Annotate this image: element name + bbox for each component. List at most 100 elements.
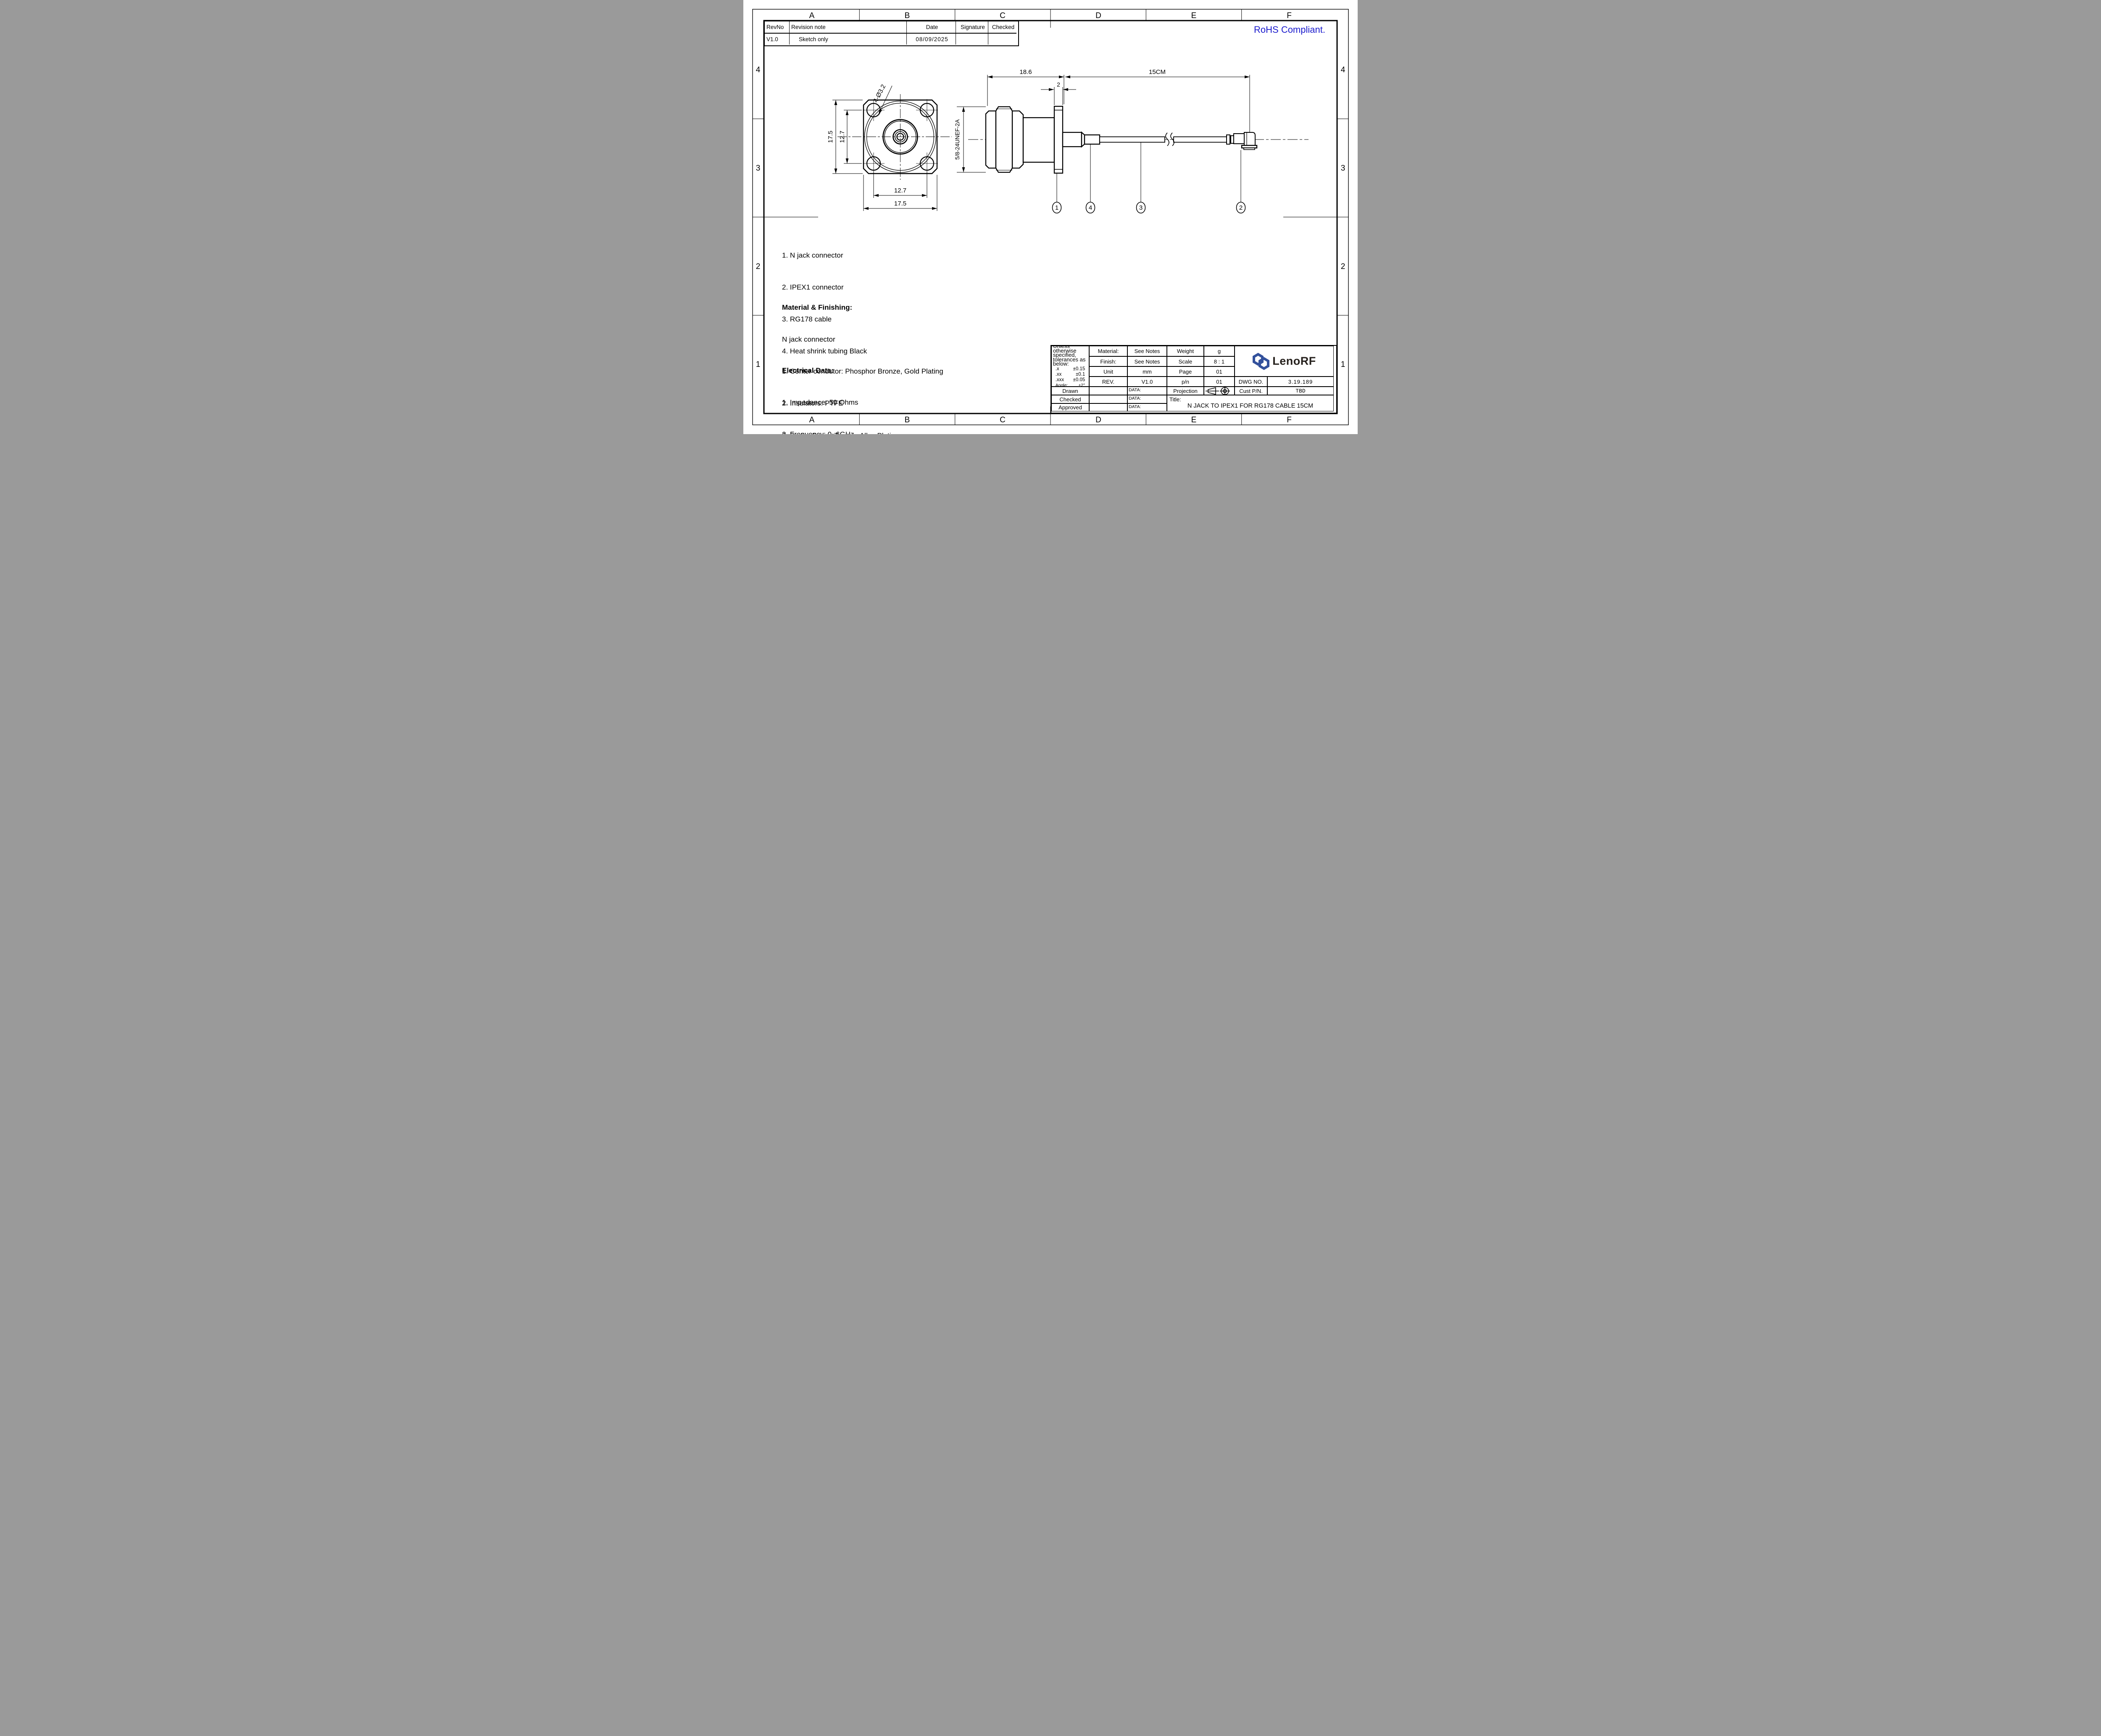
- page-label: Page: [1167, 366, 1204, 377]
- connector-circles: [864, 100, 937, 173]
- callout-3: 3: [1139, 204, 1143, 211]
- zone-number-right: 4: [1341, 66, 1345, 74]
- zone-number-right: 2: [1341, 262, 1345, 271]
- tolerance-block: Unless otherwise specified, tolerances a…: [1051, 346, 1089, 387]
- zone-letter-bottom: C: [1000, 416, 1006, 424]
- thread-spec-label: 5/8-24UNEF-2A: [954, 119, 961, 160]
- dim-body-length: 18.6: [1019, 68, 1032, 76]
- finish-label: Finish:: [1089, 356, 1127, 366]
- electrical-data-section: Electrical Data: 1. Impedance: 50 Ohms 2…: [782, 344, 919, 434]
- tol-value: ±2°: [1078, 382, 1085, 387]
- zone-letter-top: A: [809, 11, 815, 20]
- zone-letter-top: E: [1191, 11, 1197, 20]
- parts-item: 3. RG178 cable: [782, 315, 832, 324]
- tol-value: ±0.15: [1073, 366, 1085, 371]
- sheet-frame: [752, 9, 1349, 425]
- zone-letter-bottom: A: [809, 416, 815, 424]
- drawn-date: DATA:: [1127, 387, 1167, 395]
- tol-value: ±0.1: [1075, 371, 1085, 377]
- material-line: 2. Insulators: PTFE: [782, 399, 843, 408]
- callout-1: 1: [1055, 204, 1058, 211]
- tol-label: Angle:: [1055, 382, 1068, 387]
- title-label: Title:: [1169, 396, 1181, 403]
- zone-number-left: 4: [756, 66, 761, 74]
- zone-letter-top: D: [1095, 11, 1101, 20]
- tol-label: .xxx: [1055, 377, 1064, 382]
- pn-label: p/n: [1167, 377, 1204, 387]
- cust-pn-value: TBD: [1267, 387, 1334, 395]
- pn-value: 01: [1204, 377, 1235, 387]
- ipex1-connector: [1226, 132, 1258, 150]
- scale-label: Scale: [1167, 356, 1204, 366]
- material-label: Material:: [1089, 346, 1127, 356]
- tolerance-note: Unless otherwise specified,: [1053, 346, 1077, 358]
- checked-label: Checked: [1051, 395, 1089, 403]
- callout-balloons: [1052, 202, 1246, 213]
- zone-number-left: 1: [756, 360, 761, 369]
- mounting-flange: [1053, 105, 1064, 174]
- rev-label: REV.: [1089, 377, 1127, 387]
- callout-4: 4: [1089, 204, 1092, 211]
- drawn-label: Drawn: [1051, 387, 1089, 395]
- tol-value: ±0.05: [1073, 377, 1085, 382]
- rev-row-note: Sketch only: [790, 34, 907, 45]
- tol-label: .x: [1055, 366, 1059, 371]
- drawing-sheet: A B C D E F A B C D E F 4 3 2 1 4 3 2 1: [743, 0, 1358, 434]
- approved-signature: [1089, 403, 1127, 411]
- zone-letter-bottom: E: [1191, 416, 1197, 424]
- company-logo: LenoRF: [1235, 346, 1334, 377]
- zone-labels: A B C D E F A B C D E F 4 3 2 1 4 3 2 1: [756, 11, 1345, 424]
- material-line: 1. Center condutor: Phosphor Bronze, Gol…: [782, 367, 943, 376]
- first-angle-projection-icon: [1205, 387, 1230, 395]
- rev-row-date: 08/09/2025: [907, 34, 956, 45]
- projection-label: Projection: [1167, 387, 1204, 395]
- weight-label: Weight: [1167, 346, 1204, 356]
- parts-item: 2. IPEX1 connector: [782, 283, 844, 292]
- zone-number-right: 1: [1341, 360, 1345, 369]
- zone-number-right: 3: [1341, 164, 1345, 173]
- unit-label: Unit: [1089, 366, 1127, 377]
- revision-table: RevNo Revision note Date Signature Check…: [764, 21, 1019, 46]
- approved-date: DATA:: [1127, 403, 1167, 411]
- cable-ferrule: [1062, 132, 1082, 148]
- unit-value: mm: [1127, 366, 1167, 377]
- material-line: 3. Body : Brass, Ternary Alloy Plating: [782, 430, 943, 434]
- electrical-line: 1. Impedance: 50 Ohms: [782, 398, 858, 407]
- checked-date: DATA:: [1127, 395, 1167, 403]
- dwg-no-label: DWG NO.: [1235, 377, 1267, 387]
- rev-header-revno: RevNo: [765, 21, 790, 34]
- page-value: 01: [1204, 366, 1235, 377]
- zone-letter-top: C: [1000, 11, 1006, 20]
- logo-icon: [1253, 353, 1270, 370]
- finish-value: See Notes: [1127, 356, 1167, 366]
- zone-number-left: 3: [756, 164, 761, 173]
- tolerance-note: tolerances as below:: [1053, 356, 1086, 367]
- material-value: See Notes: [1127, 346, 1167, 356]
- n-connector-body: [985, 105, 1101, 174]
- electrical-heading: Electrical Data:: [782, 366, 834, 374]
- rev-value: V1.0: [1127, 377, 1167, 387]
- rev-row-revno: V1.0: [765, 34, 790, 45]
- material-finishing-section: Material & Finishing: N jack connector 1…: [782, 281, 943, 434]
- logo-text: LenoRF: [1272, 355, 1316, 367]
- checked-signature: [1089, 395, 1127, 403]
- scale-value: 8 : 1: [1204, 356, 1235, 366]
- zone-letter-bottom: F: [1287, 416, 1292, 424]
- parts-item: 4. Heat shrink tubing Black: [782, 347, 867, 356]
- dim-flange-thickness: 2: [1057, 81, 1060, 88]
- side-view-assembly: 18.6 15CM 2 5/8-24UNEF-2A: [954, 68, 1309, 213]
- parts-item: 1. N jack connector: [782, 251, 843, 259]
- zone-letter-top: F: [1287, 11, 1292, 20]
- dim-cable-length: 15CM: [1149, 68, 1166, 76]
- tol-label: .xx: [1055, 371, 1062, 377]
- approved-label: Approved: [1051, 403, 1089, 411]
- drawing-title-cell: Title: N JACK TO IPEX1 FOR RG178 CABLE 1…: [1167, 395, 1334, 411]
- heat-shrink-tubing: [1084, 134, 1101, 145]
- dim-hole-spacing-v: 12.7: [839, 131, 846, 143]
- title-block: Unless otherwise specified, tolerances a…: [1050, 345, 1337, 414]
- dim-flange-width: 17.5: [894, 200, 906, 207]
- rev-row-signature: [956, 34, 988, 45]
- callout-leaders: [1056, 142, 1241, 202]
- callout-2: 2: [1239, 204, 1243, 211]
- dim-hole-spacing-h: 12.7: [894, 187, 906, 194]
